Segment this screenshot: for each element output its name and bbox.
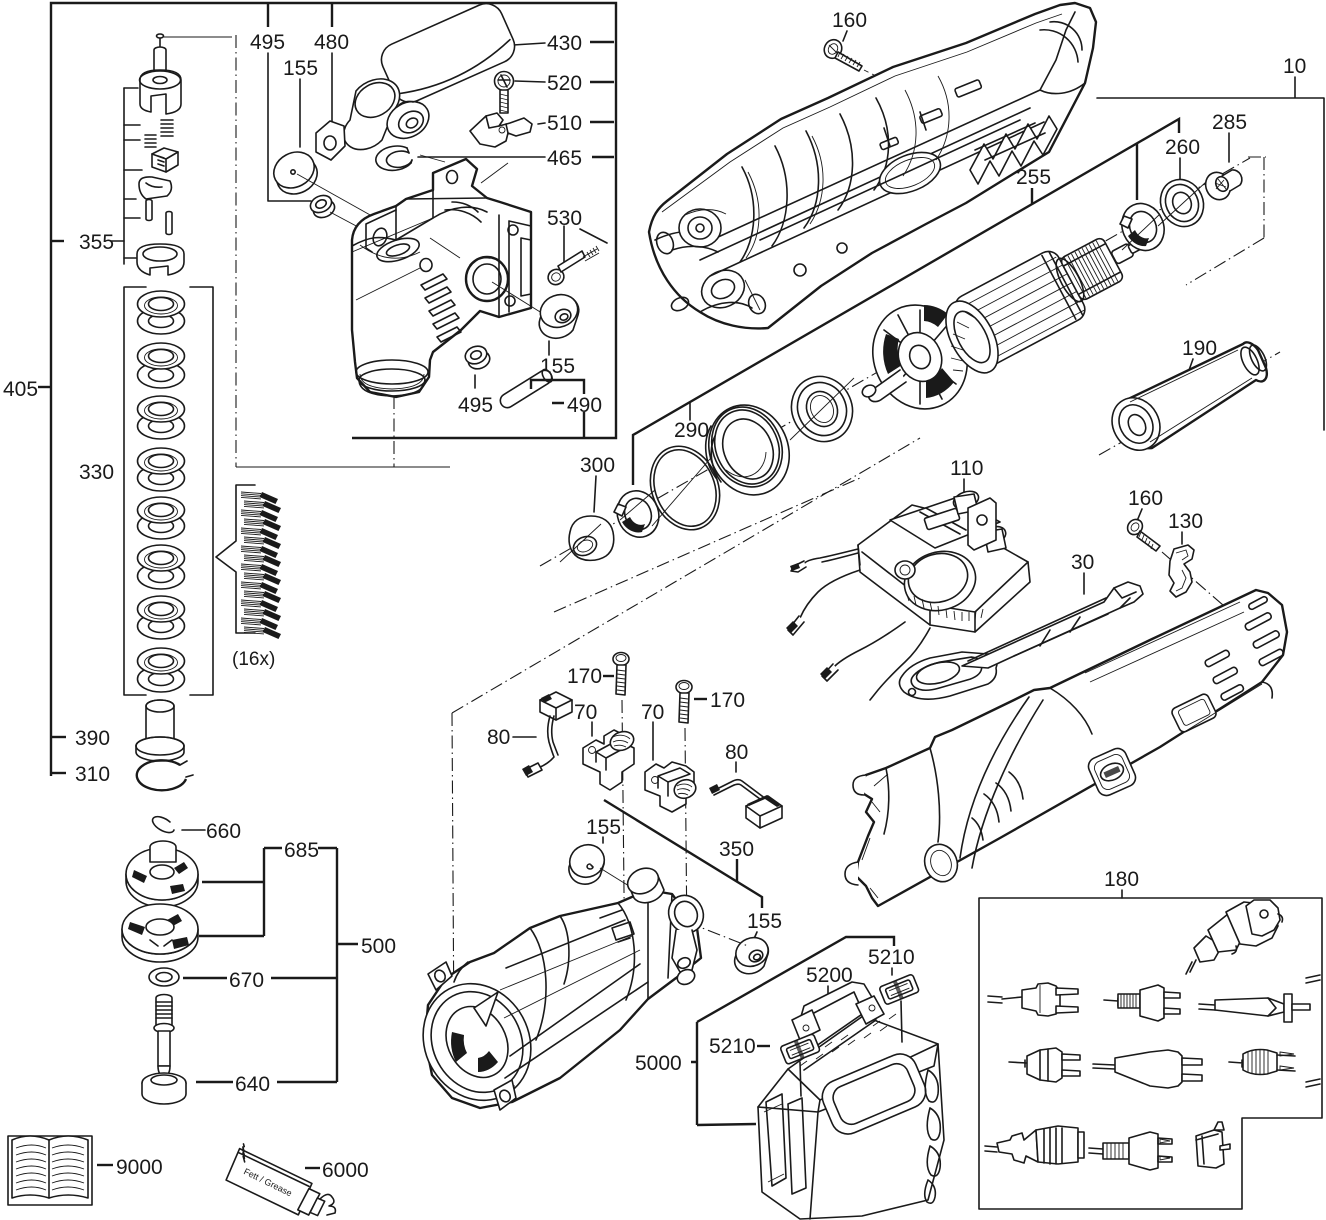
svg-text:(16x): (16x) — [232, 649, 275, 670]
svg-text:510: 510 — [547, 112, 582, 135]
svg-text:130: 130 — [1168, 510, 1203, 533]
svg-text:290: 290 — [674, 419, 709, 442]
svg-text:260: 260 — [1165, 136, 1200, 159]
svg-text:180: 180 — [1104, 868, 1139, 891]
svg-text:170: 170 — [710, 689, 745, 712]
svg-text:490: 490 — [567, 394, 602, 417]
svg-text:70: 70 — [574, 701, 597, 724]
svg-text:5000: 5000 — [635, 1052, 682, 1075]
svg-text:80: 80 — [487, 726, 510, 749]
svg-text:405: 405 — [3, 378, 38, 401]
svg-text:520: 520 — [547, 72, 582, 95]
svg-text:70: 70 — [641, 701, 664, 724]
svg-text:160: 160 — [832, 9, 867, 32]
svg-text:500: 500 — [361, 935, 396, 958]
svg-text:160: 160 — [1128, 487, 1163, 510]
svg-text:5210: 5210 — [709, 1035, 756, 1058]
svg-text:495: 495 — [250, 31, 285, 54]
svg-text:330: 330 — [79, 461, 114, 484]
svg-text:660: 660 — [206, 820, 241, 843]
svg-text:6000: 6000 — [322, 1159, 369, 1182]
svg-text:465: 465 — [547, 147, 582, 170]
svg-text:670: 670 — [229, 969, 264, 992]
svg-text:30: 30 — [1071, 551, 1094, 574]
svg-text:495: 495 — [458, 394, 493, 417]
svg-text:255: 255 — [1016, 166, 1051, 189]
svg-text:10: 10 — [1283, 55, 1306, 78]
svg-text:640: 640 — [235, 1073, 270, 1096]
svg-text:9000: 9000 — [116, 1156, 163, 1179]
svg-text:170: 170 — [567, 665, 602, 688]
svg-text:530: 530 — [547, 207, 582, 230]
svg-text:300: 300 — [580, 454, 615, 477]
svg-text:155: 155 — [586, 816, 621, 839]
svg-text:80: 80 — [725, 741, 748, 764]
svg-text:480: 480 — [314, 31, 349, 54]
svg-text:310: 310 — [75, 763, 110, 786]
svg-text:685: 685 — [284, 839, 319, 862]
svg-text:350: 350 — [719, 838, 754, 861]
svg-text:430: 430 — [547, 32, 582, 55]
svg-text:155: 155 — [283, 57, 318, 80]
svg-text:5210: 5210 — [868, 946, 915, 969]
svg-text:5200: 5200 — [806, 964, 853, 987]
svg-text:110: 110 — [950, 457, 983, 480]
svg-text:285: 285 — [1212, 111, 1247, 134]
svg-text:155: 155 — [747, 910, 782, 933]
svg-text:355: 355 — [79, 231, 114, 254]
svg-text:190: 190 — [1182, 337, 1217, 360]
svg-text:390: 390 — [75, 727, 110, 750]
